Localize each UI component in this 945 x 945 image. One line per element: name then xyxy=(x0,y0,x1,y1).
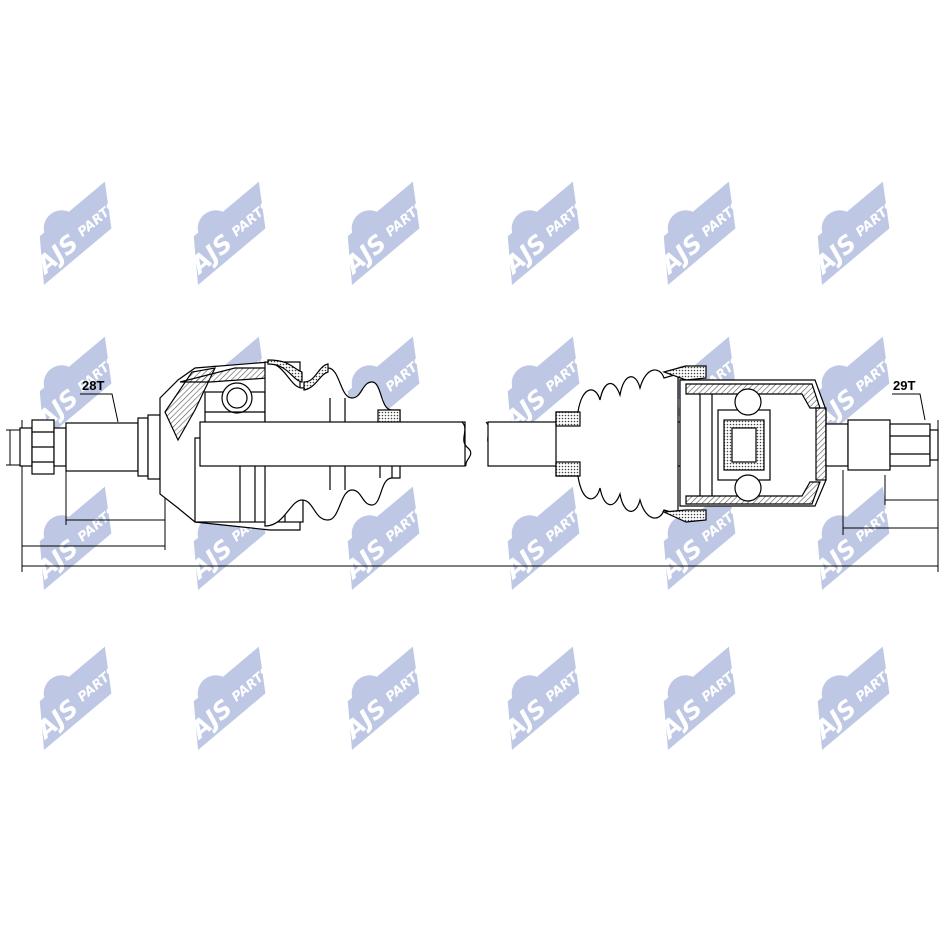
dimension-lines xyxy=(6,420,939,572)
watermark-circle-shape xyxy=(197,210,234,247)
watermark-circle-shape xyxy=(821,675,858,712)
watermark-circle-shape xyxy=(43,515,80,552)
right-spline-label: 29T xyxy=(893,378,915,393)
watermark-circle-shape xyxy=(511,515,548,552)
watermark-circle-shape xyxy=(43,210,80,247)
watermark-circle-shape xyxy=(351,515,388,552)
watermark-circle-shape xyxy=(351,210,388,247)
watermark-circle-shape xyxy=(43,675,80,712)
inner-boot xyxy=(555,365,707,523)
watermark-circle-shape xyxy=(667,515,704,552)
watermark-circle-shape xyxy=(511,210,548,247)
inner-tripod-joint xyxy=(679,379,939,507)
spline-callouts xyxy=(80,393,926,423)
watermark-circle-shape xyxy=(511,365,548,402)
left-spline-label: 28T xyxy=(82,378,104,393)
watermark-circle-shape xyxy=(821,210,858,247)
watermark-circle-shape xyxy=(197,675,234,712)
watermark-circle-shape xyxy=(43,365,80,402)
watermark-circle-shape xyxy=(667,675,704,712)
watermark-circle-shape xyxy=(351,675,388,712)
watermark-circle-shape xyxy=(821,365,858,402)
watermark-circle-shape xyxy=(511,675,548,712)
watermark-circle-shape xyxy=(667,210,704,247)
watermark-circle-shape xyxy=(821,515,858,552)
